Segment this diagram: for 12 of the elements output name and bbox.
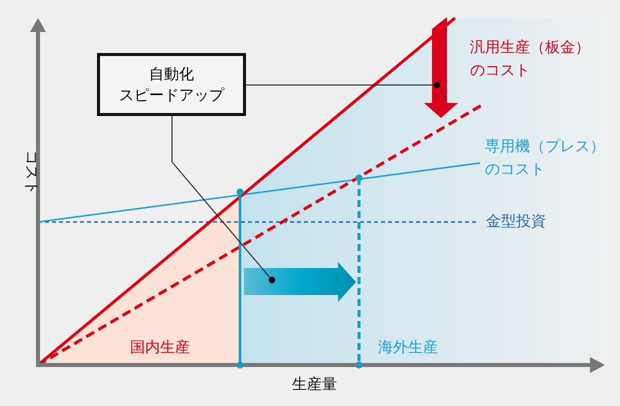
right-arrow [244,262,356,302]
leader-line [172,116,276,284]
axis-title: コスト [22,150,42,195]
leader-line [246,82,440,88]
line-label: 汎用生産（板金）のコスト [470,37,591,81]
line-label: 専用機（プレス）のコスト [485,136,606,180]
region-label: 国内生産 [130,337,190,357]
axis-title: 生産量 [292,374,337,394]
region-label: 海外生産 [378,337,438,357]
down-arrow [424,17,458,118]
line-label: 金型投資 [486,211,546,231]
text-box: 自動化スピードアップ [97,53,246,116]
